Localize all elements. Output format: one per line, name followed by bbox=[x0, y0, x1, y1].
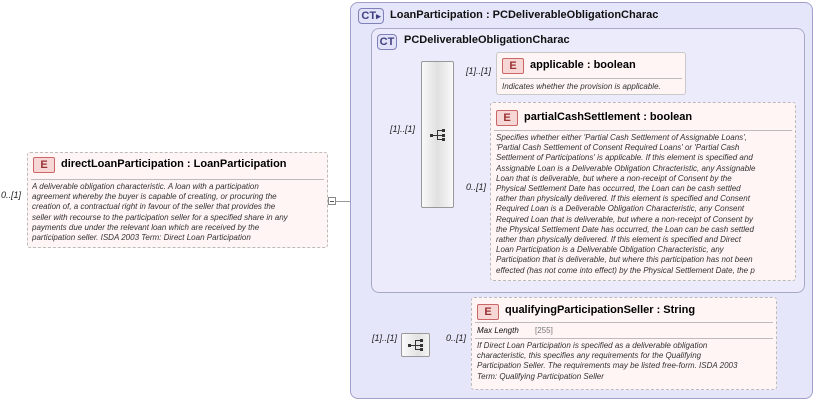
doc-line: rather than physically delivered. If thi… bbox=[496, 235, 742, 245]
doc-line: participation seller. ISDA 2003 Term: Di… bbox=[32, 233, 251, 243]
doc-line: payments due under the relevant loan whi… bbox=[32, 222, 260, 232]
qualifying-documentation: If Direct Loan Participation is specifie… bbox=[477, 341, 774, 385]
sequence-icon bbox=[430, 129, 445, 141]
doc-line: Participation that is deliverable, but w… bbox=[496, 255, 753, 265]
sequence-compositor[interactable] bbox=[421, 61, 454, 208]
minus-icon bbox=[330, 201, 334, 202]
inner-type-label: PCDeliverableObligationCharac bbox=[404, 34, 570, 46]
doc-line: characteristic, this specifies any requi… bbox=[477, 351, 702, 361]
doc-line: Term: Qualifying Participation Seller bbox=[477, 371, 604, 381]
connector-root-to-tree bbox=[336, 201, 361, 202]
qualifying-title: qualifyingParticipationSeller : String bbox=[505, 304, 696, 316]
doc-line: Physical Settlement Date has occurred, t… bbox=[496, 184, 741, 194]
plus-icon: ▸ bbox=[376, 11, 381, 21]
applicable-title: applicable : boolean bbox=[530, 59, 636, 71]
max-length-label: Max Length bbox=[477, 326, 519, 335]
divider bbox=[500, 78, 682, 79]
sequence-icon bbox=[408, 339, 423, 351]
qualifying-multiplicity: 0..[1] bbox=[446, 333, 467, 343]
partial-cash-element-box[interactable]: E partialCashSettlement : boolean Specif… bbox=[490, 102, 796, 281]
doc-line: Indicates whether the provision is appli… bbox=[502, 82, 661, 91]
doc-line: Required Loan that is deliverable, but w… bbox=[496, 214, 754, 224]
root-documentation: A deliverable obligation characteristic.… bbox=[32, 182, 326, 244]
applicable-documentation: Indicates whether the provision is appli… bbox=[502, 82, 684, 94]
element-badge: E bbox=[33, 157, 55, 173]
element-badge: E bbox=[502, 58, 524, 74]
doc-line: 'Partial Cash Settlement of Consent Requ… bbox=[496, 143, 740, 153]
doc-line: Participation Seller. The requirements m… bbox=[477, 361, 738, 371]
doc-line: Loan Participation is a Deliverable Obli… bbox=[496, 245, 724, 255]
root-element-title: directLoanParticipation : LoanParticipat… bbox=[61, 158, 287, 170]
partial-cash-documentation: Specifies whether either 'Partial Cash S… bbox=[496, 133, 793, 279]
element-badge: E bbox=[496, 110, 518, 126]
doc-line: agreement whereby the buyer is capable o… bbox=[32, 192, 277, 202]
complex-type-badge: CT bbox=[377, 34, 397, 50]
doc-line: Settlement of Participations' is applica… bbox=[496, 153, 753, 163]
doc-line: rather than physically delivered. If thi… bbox=[496, 194, 750, 204]
doc-line: effected (has not come into effect) by t… bbox=[496, 265, 755, 275]
divider bbox=[475, 338, 773, 339]
doc-line: Required Loan is a Deliverable Obligatio… bbox=[496, 204, 745, 214]
sequence-compositor-small[interactable] bbox=[401, 333, 430, 357]
complex-type-badge: CT▸ bbox=[358, 8, 384, 24]
root-element-box[interactable]: E directLoanParticipation : LoanParticip… bbox=[27, 152, 328, 248]
small-sequence-multiplicity: [1]..[1] bbox=[372, 333, 398, 343]
qualifying-element-box[interactable]: E qualifyingParticipationSeller : String… bbox=[471, 297, 777, 390]
divider bbox=[475, 322, 773, 323]
element-badge: E bbox=[477, 304, 499, 320]
doc-line: A deliverable obligation characteristic.… bbox=[32, 182, 259, 191]
partial-multiplicity: 0..[1] bbox=[466, 182, 487, 192]
collapse-toggle[interactable] bbox=[328, 197, 336, 205]
divider bbox=[494, 130, 792, 131]
doc-line: Loan that is deliverable, but where a no… bbox=[496, 173, 732, 183]
doc-line: the Physical Settlement Date has occurre… bbox=[496, 224, 754, 234]
partial-cash-title: partialCashSettlement : boolean bbox=[524, 111, 693, 123]
applicable-multiplicity: [1]..[1] bbox=[466, 66, 492, 76]
doc-line: seller with recourse to the participatio… bbox=[32, 212, 288, 222]
divider bbox=[31, 179, 324, 180]
doc-line: If Direct Loan Participation is specifie… bbox=[477, 341, 708, 350]
applicable-element-box[interactable]: E applicable : boolean Indicates whether… bbox=[496, 52, 686, 95]
big-sequence-multiplicity: [1]..[1] bbox=[390, 124, 416, 134]
doc-line: Assignable Loan is a Deliverable Obligat… bbox=[496, 163, 756, 173]
doc-line: creation of, a contractual right in favo… bbox=[32, 202, 276, 212]
outer-type-label: LoanParticipation : PCDeliverableObligat… bbox=[390, 9, 659, 21]
doc-line: Specifies whether either 'Partial Cash S… bbox=[496, 133, 747, 142]
root-multiplicity: 0..[1] bbox=[1, 190, 22, 200]
max-length-value: [255] bbox=[535, 326, 553, 335]
